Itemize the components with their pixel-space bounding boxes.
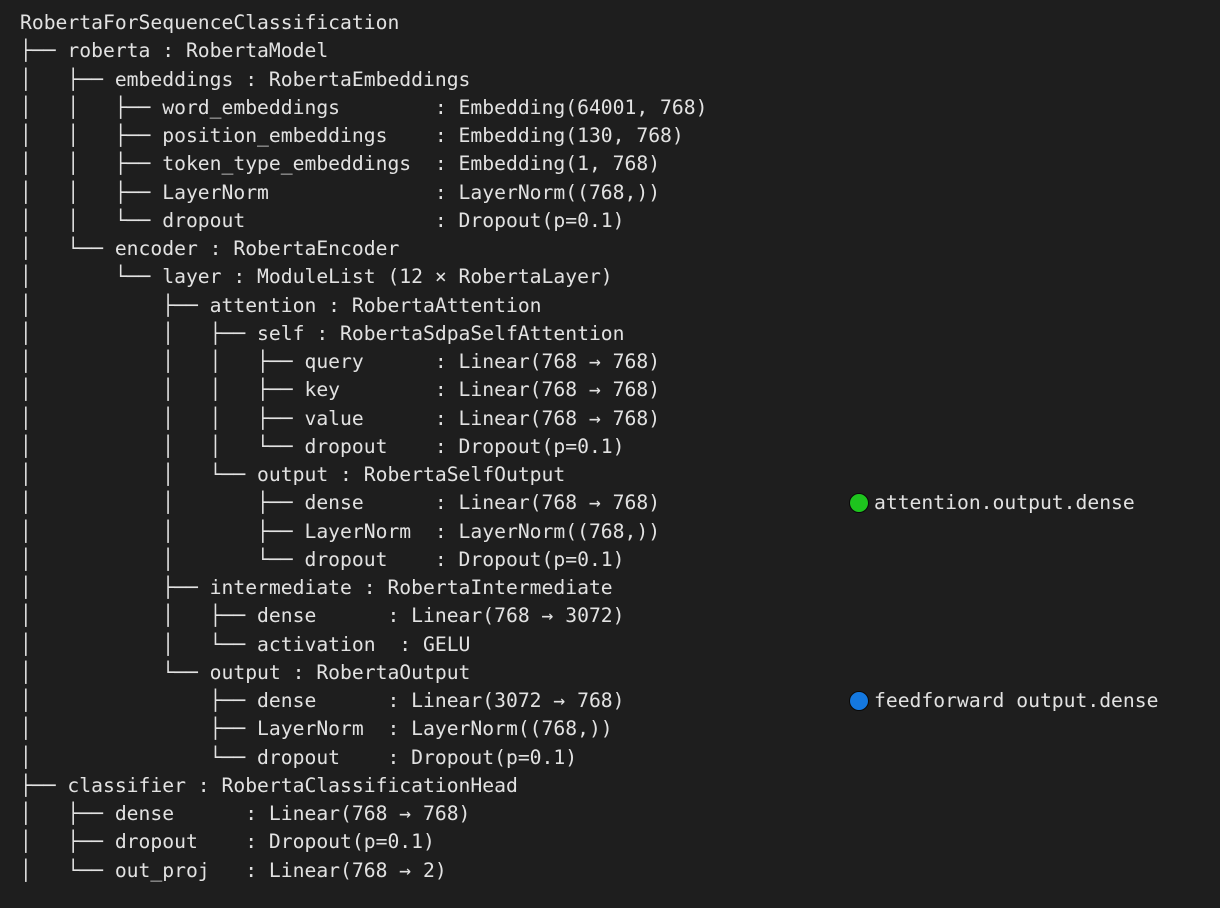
tree-line: │ │ │ └── dropout : Dropout(p=0.1) bbox=[20, 433, 1220, 461]
tree-line-text: │ ├── LayerNorm : LayerNorm((768,)) bbox=[20, 717, 613, 741]
tree-line-text: │ │ │ ├── query : Linear(768 → 768) bbox=[20, 350, 661, 373]
tree-line: │ ├── dropout : Dropout(p=0.1) bbox=[20, 828, 1220, 856]
tree-line-text: │ │ ├── word_embeddings : Embedding(6400… bbox=[20, 95, 708, 119]
tree-line: │ │ └── activation : GELU bbox=[20, 631, 1220, 659]
tree-line-text: │ └── output : RobertaOutput bbox=[20, 660, 471, 684]
tree-line: ├── roberta : RobertaModel bbox=[20, 37, 1220, 65]
tree-line: │ ├── intermediate : RobertaIntermediate bbox=[20, 574, 1220, 602]
tree-line: │ │ ├── self : RobertaSdpaSelfAttention bbox=[20, 320, 1220, 348]
tree-line-text: │ ├── dense : Linear(3072 → 768) bbox=[20, 689, 625, 712]
tree-line-text: │ └── out_proj : Linear(768 → 2) bbox=[20, 858, 447, 882]
tree-line: │ └── encoder : RobertaEncoder bbox=[20, 235, 1220, 263]
annotation-label: attention.output.dense bbox=[874, 491, 1135, 515]
tree-line: │ │ └── dropout : Dropout(p=0.1) bbox=[20, 207, 1220, 235]
tree-line: │ │ │ ├── query : Linear(768 → 768) bbox=[20, 348, 1220, 376]
circle-marker-icon bbox=[849, 691, 869, 712]
tree-line-text: │ │ ├── dense : Linear(768 → 768) bbox=[20, 491, 661, 515]
tree-line-text: │ │ ├── position_embeddings : Embedding(… bbox=[20, 124, 684, 147]
tree-line: │ │ ├── LayerNorm : LayerNorm((768,)) bbox=[20, 518, 1220, 546]
tree-line: │ └── output : RobertaOutput bbox=[20, 659, 1220, 687]
tree-line-text: │ │ ├── dense : Linear(768 → 3072) bbox=[20, 604, 625, 628]
tree-line: │ │ └── output : RobertaSelfOutput bbox=[20, 461, 1220, 489]
tree-line-text: │ │ │ ├── key : Linear(768 → 768) bbox=[20, 378, 661, 402]
tree-line: │ │ │ ├── value : Linear(768 → 768) bbox=[20, 405, 1220, 433]
tree-line-text: ├── classifier : RobertaClassificationHe… bbox=[20, 773, 518, 797]
tree-line-text: │ ├── dropout : Dropout(p=0.1) bbox=[20, 830, 435, 854]
tree-line: │ ├── LayerNorm : LayerNorm((768,)) bbox=[20, 715, 1220, 743]
tree-line-text: │ │ ├── LayerNorm : LayerNorm((768,)) bbox=[20, 180, 661, 204]
tree-line-text: │ │ ├── self : RobertaSdpaSelfAttention bbox=[20, 321, 625, 345]
tree-line-text: │ └── encoder : RobertaEncoder bbox=[20, 237, 400, 260]
tree-line-text: │ │ ├── token_type_embeddings : Embeddin… bbox=[20, 152, 661, 176]
tree-line-text: │ │ └── dropout : Dropout(p=0.1) bbox=[20, 547, 625, 571]
tree-line: │ ├── embeddings : RobertaEmbeddings bbox=[20, 66, 1220, 94]
tree-line: │ └── out_proj : Linear(768 → 2) bbox=[20, 857, 1220, 885]
tree-line: │ │ ├── LayerNorm : LayerNorm((768,)) bbox=[20, 179, 1220, 207]
tree-line: │ │ ├── position_embeddings : Embedding(… bbox=[20, 122, 1220, 150]
circle-marker-icon bbox=[849, 493, 869, 514]
tree-line: │ │ ├── word_embeddings : Embedding(6400… bbox=[20, 94, 1220, 122]
tree-line: │ │ └── dropout : Dropout(p=0.1) bbox=[20, 546, 1220, 574]
annotation-label: feedforward output.dense bbox=[874, 689, 1159, 712]
tree-line-text: │ └── layer : ModuleList (12 × RobertaLa… bbox=[20, 265, 613, 289]
tree-line-text: ├── roberta : RobertaModel bbox=[20, 39, 329, 63]
tree-line: │ │ ├── dense : Linear(768 → 768) attenti… bbox=[20, 489, 1220, 517]
tree-line: RobertaForSequenceClassification bbox=[20, 9, 1220, 37]
tree-line: │ └── dropout : Dropout(p=0.1) bbox=[20, 744, 1220, 772]
model-tree: RobertaForSequenceClassification ├── robe… bbox=[20, 9, 1220, 885]
tree-line-text: │ │ ├── LayerNorm : LayerNorm((768,)) bbox=[20, 519, 661, 543]
tree-line: │ ├── dense : Linear(3072 → 768) feedforw… bbox=[20, 687, 1220, 715]
tree-line-text: │ ├── attention : RobertaAttention bbox=[20, 293, 542, 317]
tree-line-text: │ │ │ └── dropout : Dropout(p=0.1) bbox=[20, 434, 625, 458]
tree-line: │ │ ├── token_type_embeddings : Embeddin… bbox=[20, 150, 1220, 178]
tree-line: │ ├── dense : Linear(768 → 768) bbox=[20, 800, 1220, 828]
tree-line-text: RobertaForSequenceClassification bbox=[20, 11, 400, 34]
tree-line-text: │ ├── embeddings : RobertaEmbeddings bbox=[20, 67, 471, 91]
tree-line: │ ├── attention : RobertaAttention bbox=[20, 292, 1220, 320]
tree-line: │ └── layer : ModuleList (12 × RobertaLa… bbox=[20, 263, 1220, 291]
tree-line: │ │ ├── dense : Linear(768 → 3072) bbox=[20, 602, 1220, 630]
tree-line-text: │ └── dropout : Dropout(p=0.1) bbox=[20, 745, 578, 769]
tree-line: │ │ │ ├── key : Linear(768 → 768) bbox=[20, 376, 1220, 404]
tree-line-text: │ ├── intermediate : RobertaIntermediate bbox=[20, 576, 613, 599]
tree-line-text: │ │ │ ├── value : Linear(768 → 768) bbox=[20, 406, 661, 430]
tree-line-text: │ ├── dense : Linear(768 → 768) bbox=[20, 802, 471, 825]
tree-line-text: │ │ └── output : RobertaSelfOutput bbox=[20, 463, 566, 486]
tree-line-text: │ │ └── dropout : Dropout(p=0.1) bbox=[20, 208, 625, 232]
tree-line-text: │ │ └── activation : GELU bbox=[20, 632, 471, 656]
tree-line: ├── classifier : RobertaClassificationHe… bbox=[20, 772, 1220, 800]
